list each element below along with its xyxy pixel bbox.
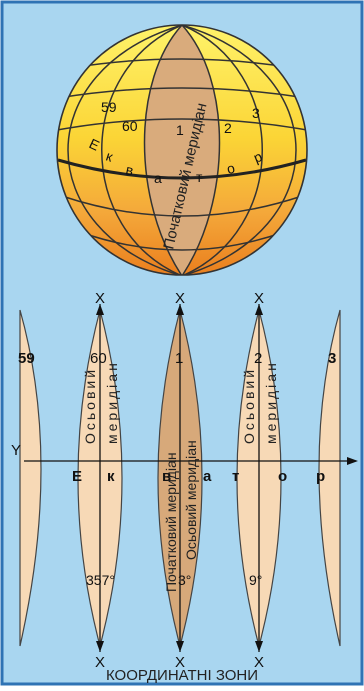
globe-zone-2: 2 <box>224 120 232 136</box>
equator-letter: о <box>278 468 287 485</box>
axial-meridian-label-2-line2: меридіан <box>263 360 279 444</box>
zone-number-59: 59 <box>18 350 35 367</box>
globe: Початковий меридіан 59 60 1 2 3 Е к в а … <box>57 25 307 276</box>
equator-letter: к <box>107 468 115 485</box>
axial-meridian-label-60-line2: меридіан <box>104 360 120 444</box>
globe-equator-letter: а <box>154 170 162 186</box>
globe-zone-59: 59 <box>101 99 117 115</box>
zone-number-3: 3 <box>328 350 336 367</box>
axis-x-top-2: X <box>254 290 264 307</box>
equator-letter: Е <box>72 468 82 485</box>
equator-letter: в <box>162 468 171 485</box>
longitude-label-3: 3° <box>178 572 191 588</box>
zone-number-2: 2 <box>254 350 262 367</box>
globe-zone-60: 60 <box>122 118 138 134</box>
globe-zone-1: 1 <box>176 122 184 138</box>
axis-x-top-1: X <box>175 290 185 307</box>
axis-x-top-60: X <box>95 290 105 307</box>
axis-x-bottom-60: X <box>95 654 105 671</box>
globe-zone-3: 3 <box>252 105 260 121</box>
equator-letter: р <box>316 468 325 485</box>
globe-equator-letter: т <box>196 169 203 185</box>
axis-y-label: Y <box>11 442 21 459</box>
caption: КООРДИНАТНІ ЗОНИ <box>106 667 258 684</box>
longitude-label-9: 9° <box>249 572 262 588</box>
axial-meridian-label-1: Осьовий меридіан <box>183 440 199 560</box>
axial-meridian-label-60-line1: Осьовий <box>82 367 98 444</box>
axial-meridian-label-2-line1: Осьовий <box>241 367 257 444</box>
equator-letter: т <box>232 468 239 485</box>
zone-number-1: 1 <box>175 350 183 367</box>
longitude-label-357: 357° <box>86 572 115 588</box>
equator-letter: а <box>203 468 212 485</box>
